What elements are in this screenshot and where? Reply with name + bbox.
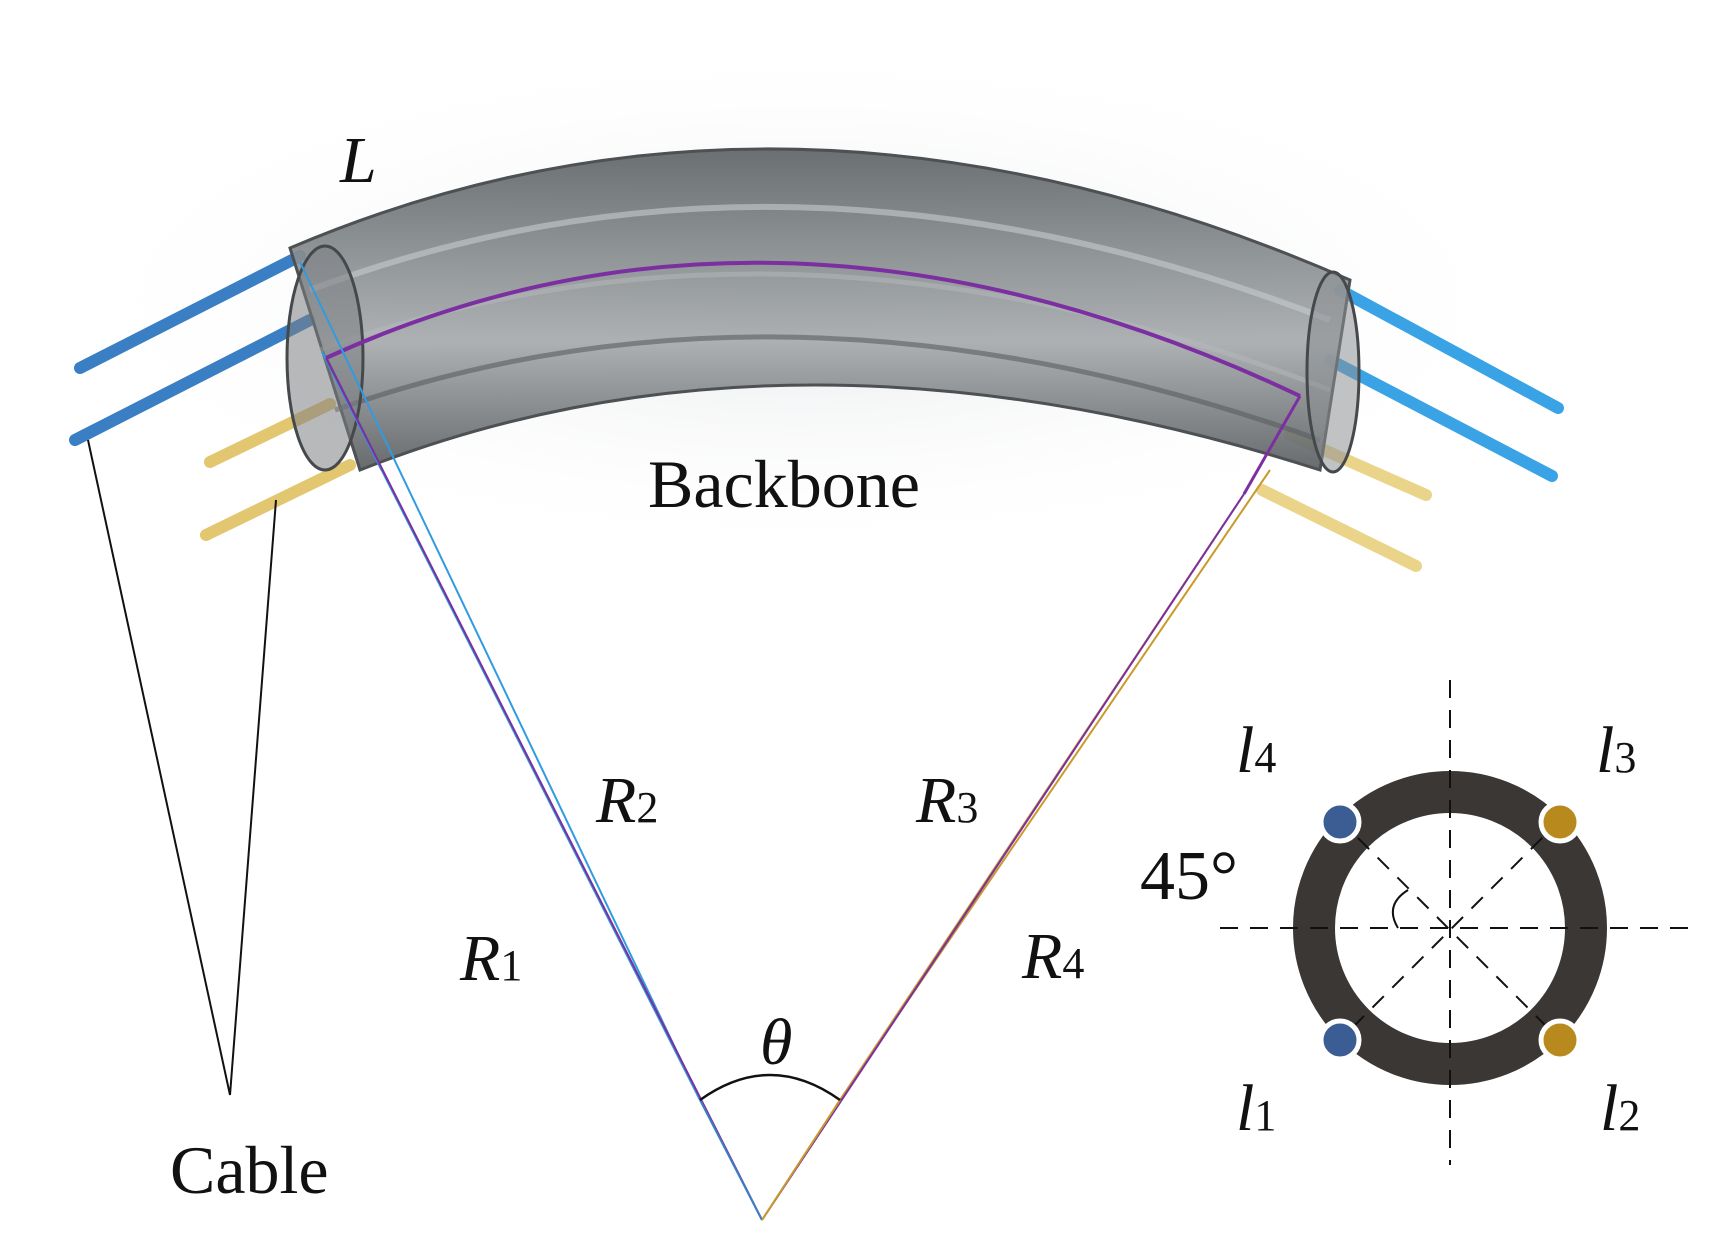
cable-gold-left-2: [200, 459, 356, 541]
label-l3-main: l: [1596, 714, 1615, 787]
label-L: L: [340, 124, 377, 197]
radius-convergence-right: [761, 1099, 841, 1221]
cable-gold-right-2: [1256, 484, 1422, 572]
label-cable: Cable: [170, 1132, 329, 1208]
cable-callout-line-1: [87, 439, 231, 1096]
label-R4-sub: 4: [1062, 939, 1085, 988]
backbone-end-right: [1242, 395, 1302, 495]
label-angle-45: 45°: [1140, 838, 1238, 915]
tube-cap-right: [1305, 270, 1361, 474]
cable-blue-left-2: [69, 314, 316, 446]
label-l1-sub: 1: [1254, 1091, 1277, 1140]
tube-band-3: [334, 334, 1321, 443]
label-l3-sub: 3: [1614, 733, 1637, 782]
label-R2-sub: 2: [636, 783, 659, 832]
radius-lines: [299, 261, 1271, 1221]
label-R3-main: R: [916, 764, 957, 837]
label-R4-main: R: [1022, 920, 1063, 993]
label-R2-main: R: [596, 764, 637, 837]
label-l1: l1: [1236, 1076, 1276, 1142]
label-R1-sub: 1: [500, 941, 523, 990]
diagonal-2: [1337, 817, 1563, 1043]
cable-callout: [87, 439, 277, 1096]
label-l4-main: l: [1236, 714, 1255, 787]
label-l3: l3: [1596, 718, 1636, 784]
cable-blue-left-1: [74, 250, 306, 374]
radius-R1: [299, 261, 701, 1101]
label-l2-sub: 2: [1618, 1091, 1641, 1140]
label-R1: R1: [460, 926, 522, 992]
label-theta: θ: [760, 1006, 793, 1079]
label-l1-main: l: [1236, 1072, 1255, 1145]
hole-l3: [1538, 800, 1582, 844]
cable-blue-right-1: [1334, 284, 1564, 414]
label-R1-main: R: [460, 922, 501, 995]
backbone-arc: [325, 260, 1301, 398]
radius-convergence-left: [699, 1099, 763, 1221]
label-l2-main: l: [1600, 1072, 1619, 1145]
label-l4-sub: 4: [1254, 733, 1277, 782]
bent-tube: [288, 147, 1352, 472]
label-R3: R3: [916, 768, 978, 834]
label-l2: l2: [1600, 1076, 1640, 1142]
cable-callout-line-2: [229, 499, 277, 1096]
tube-band-1: [308, 203, 1332, 323]
hole-l4: [1318, 800, 1362, 844]
label-backbone: Backbone: [648, 446, 920, 522]
radius-backbone-right: [761, 493, 1245, 1221]
cross-section: [1220, 680, 1690, 1165]
hole-l1: [1318, 1018, 1362, 1062]
label-R3-sub: 3: [956, 783, 979, 832]
diagonal-1: [1337, 817, 1563, 1043]
label-R4: R4: [1022, 924, 1084, 990]
cable-blue-right-2: [1324, 354, 1558, 482]
label-l4: l4: [1236, 718, 1276, 784]
theta-arc: [699, 1073, 841, 1102]
angle-arc: [1391, 889, 1409, 929]
label-R2: R2: [596, 768, 658, 834]
hole-l2: [1538, 1018, 1582, 1062]
radius-backbone-left: [325, 357, 763, 1221]
